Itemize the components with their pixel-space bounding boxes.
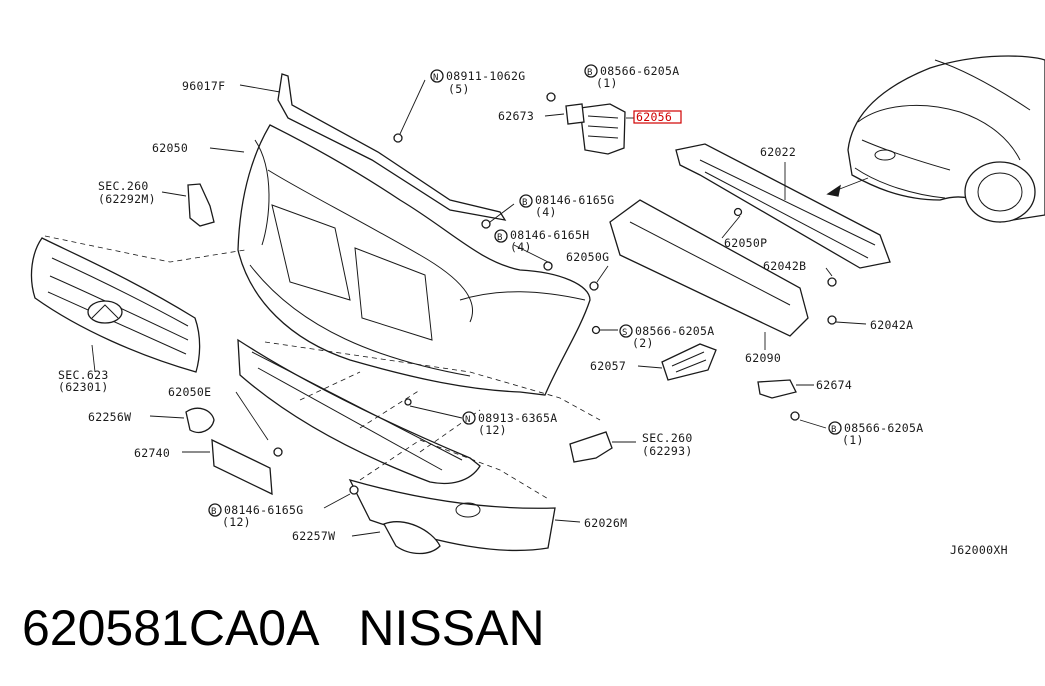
- energy-absorber-62090: [609, 199, 809, 350]
- svg-text:N: N: [433, 73, 439, 83]
- label-sec260-top: SEC.260: [98, 179, 149, 193]
- bracket-62057: [637, 343, 717, 381]
- label-62050: 62050: [152, 141, 188, 155]
- svg-text:B: B: [831, 425, 837, 435]
- label-sec260-low-ref: (62293): [642, 444, 693, 458]
- label-62042A: 62042A: [870, 318, 913, 332]
- license-bracket-62740: [182, 438, 359, 509]
- reinforcement-62022: [675, 143, 891, 269]
- parts-diagram: 96017F 62050 SEC.260 (62292M) N 08911-10…: [30, 55, 1045, 557]
- svg-text:B: B: [587, 68, 593, 78]
- label-08146-low-qty: (12): [222, 515, 251, 529]
- car-location-illustration: [826, 55, 1045, 223]
- front-bumper-fascia-62050: [209, 124, 591, 396]
- label-62022: 62022: [760, 145, 796, 159]
- label-08146-low: 08146-6165G: [224, 503, 303, 517]
- label-08566-low: 08566-6205A: [844, 421, 923, 435]
- label-62740: 62740: [134, 446, 170, 460]
- label-sec623-ref: (62301): [58, 380, 109, 394]
- label-08911-qty: (5): [448, 82, 470, 96]
- label-62257W: 62257W: [292, 529, 335, 543]
- label-08146-h: 08146-6165H: [510, 228, 589, 242]
- label-sec623: SEC.623: [58, 368, 109, 382]
- callout-labels: 96017F 62050 SEC.260 (62292M) N 08911-10…: [58, 64, 1008, 557]
- label-62673: 62673: [498, 109, 534, 123]
- label-62090: 62090: [745, 351, 781, 365]
- label-08913: 08913-6365A: [478, 411, 557, 425]
- label-08566-low-qty: (1): [842, 433, 864, 447]
- bracket-62056-assembly: [544, 92, 634, 155]
- label-62050P: 62050P: [724, 236, 767, 250]
- label-62050G: 62050G: [566, 250, 609, 264]
- label-62026M: 62026M: [584, 516, 627, 530]
- upper-molding-96017F: [239, 73, 507, 221]
- part-number: 620581CA0A: [22, 600, 317, 656]
- bracket-62292M: [161, 183, 215, 227]
- front-grille-62301: [30, 235, 246, 373]
- svg-text:B: B: [211, 507, 217, 517]
- label-08146-h-qty: (4): [510, 240, 532, 254]
- label-08146-g: 08146-6165G: [535, 193, 614, 207]
- label-08566-mid: 08566-6205A: [635, 324, 714, 338]
- fasteners: [393, 79, 867, 335]
- part-caption: 620581CA0A NISSAN: [22, 598, 1022, 668]
- svg-text:B: B: [497, 233, 503, 243]
- label-sec260-top-ref: (62292M): [98, 192, 156, 206]
- figure-code: J62000XH: [950, 543, 1008, 557]
- bracket-62293: [569, 431, 636, 463]
- label-08566-mid-qty: (2): [632, 336, 654, 350]
- label-62042B: 62042B: [763, 259, 806, 273]
- label-08911: 08911-1062G: [446, 69, 525, 83]
- label-08566-top-qty: (1): [596, 76, 618, 90]
- label-62057: 62057: [590, 359, 626, 373]
- label-62050E: 62050E: [168, 385, 211, 399]
- label-62256W: 62256W: [88, 410, 131, 424]
- svg-text:N: N: [465, 415, 471, 425]
- label-sec260-low: SEC.260: [642, 431, 693, 445]
- label-62674: 62674: [816, 378, 852, 392]
- fog-covers: [149, 407, 441, 555]
- label-62056-highlight: 62056: [636, 110, 672, 124]
- label-08913-qty: (12): [478, 423, 507, 437]
- label-08566-top: 08566-6205A: [600, 64, 679, 78]
- label-96017F: 96017F: [182, 79, 225, 93]
- brand-name: NISSAN: [358, 600, 545, 656]
- bracket-62674: [757, 379, 827, 429]
- svg-text:S: S: [622, 328, 628, 338]
- svg-text:B: B: [522, 198, 528, 208]
- label-08146-g-qty: (4): [535, 205, 557, 219]
- lower-grille-62050E: [235, 338, 601, 485]
